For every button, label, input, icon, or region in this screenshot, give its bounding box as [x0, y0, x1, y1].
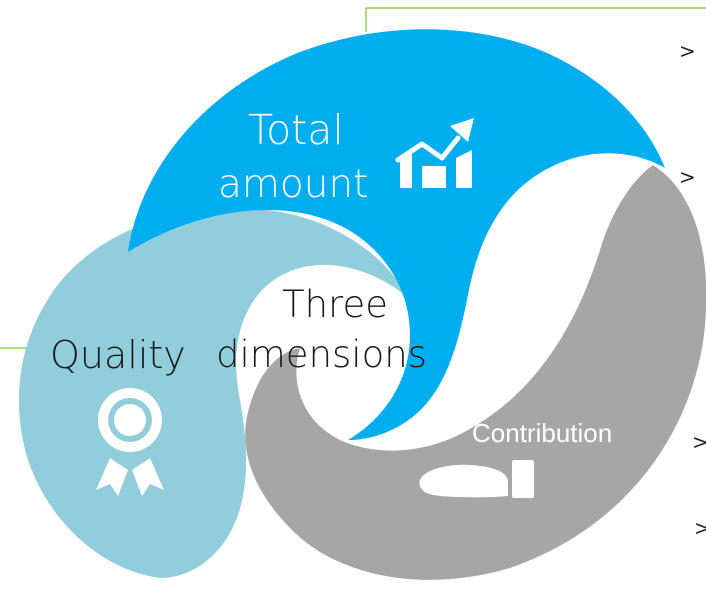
growth-chart-icon	[395, 118, 474, 188]
quality-label: Quality	[50, 333, 186, 377]
contribution-segment	[245, 165, 706, 580]
bullet-marker: >	[679, 39, 696, 63]
total-amount-segment	[128, 29, 665, 441]
bullet-marker: >	[679, 165, 696, 189]
contribution-label: Contribution	[472, 418, 613, 448]
award-ribbon-icon	[96, 388, 164, 496]
total-amount-label-line2: amount	[218, 162, 369, 207]
giving-hand-icon	[419, 460, 534, 498]
bullet-marker: >	[692, 430, 706, 454]
center-label-line1: Three	[282, 283, 388, 326]
center-label-line2: dimensions	[216, 333, 427, 376]
bullet-marker: >	[694, 516, 706, 540]
total-amount-label-line1: Total	[248, 106, 344, 154]
connector-line-top	[365, 7, 706, 32]
